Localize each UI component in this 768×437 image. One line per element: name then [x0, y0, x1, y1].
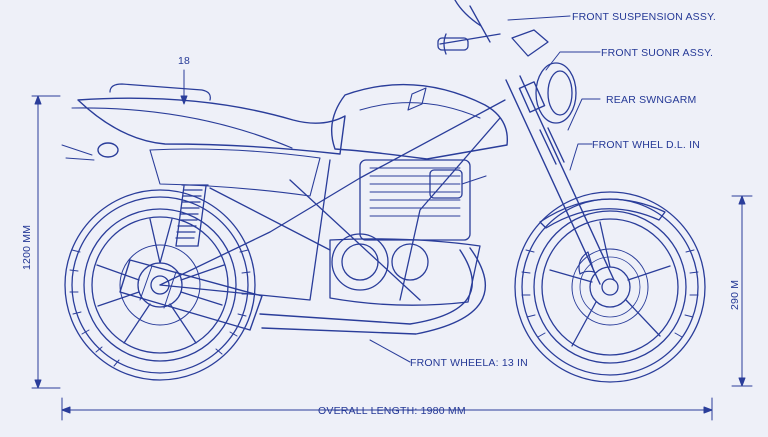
exhaust-pipe	[119, 247, 487, 335]
rear-shock	[175, 184, 209, 247]
dimension-overall-length: OVERALL LENGTH: 1980 MM	[318, 405, 466, 417]
rear-wheel	[64, 189, 256, 381]
engine-block	[329, 159, 487, 306]
dimension-top-marker: 18	[178, 55, 190, 67]
front-fender	[539, 198, 666, 229]
dimension-height-left: 1200 MM	[21, 225, 33, 270]
frame	[159, 99, 506, 301]
seat-tail	[61, 83, 346, 197]
callout-front-suspension: FRONT SUSPENSION ASSY.	[572, 11, 716, 23]
dimension-lines	[31, 69, 753, 421]
front-fork	[505, 75, 615, 285]
headlight-assembly	[437, 0, 577, 124]
callout-front-wheel-dia: FRONT WHEL D.L. IN	[592, 139, 700, 151]
callout-rear-swingarm: REAR SWNGARM	[606, 94, 697, 106]
callout-front-suonr: FRONT SUONR ASSY.	[601, 47, 713, 59]
leader-lines	[369, 15, 601, 363]
callout-front-wheela: FRONT WHEELA: 13 IN	[410, 357, 528, 369]
fuel-tank	[331, 83, 509, 160]
dimension-height-right: 290 M	[729, 280, 741, 310]
